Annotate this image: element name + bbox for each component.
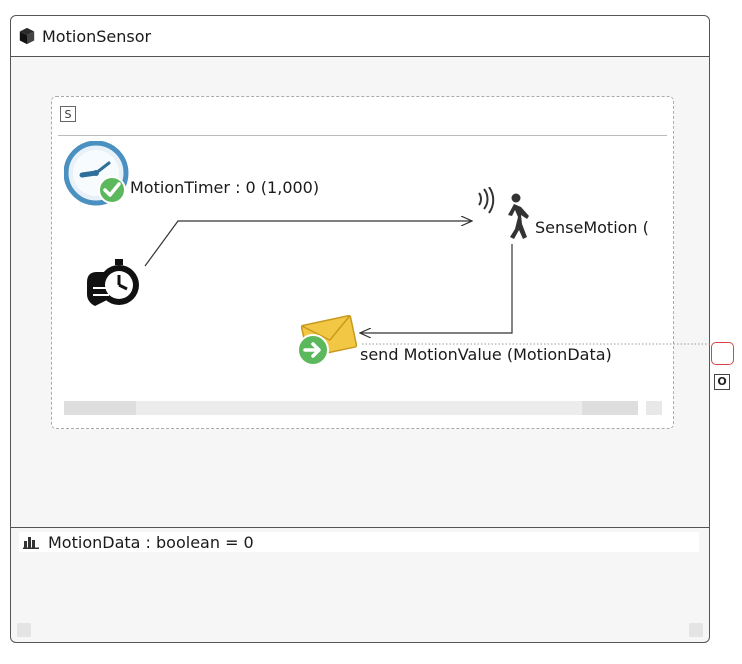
scrollbar-left-segment[interactable]	[64, 401, 136, 415]
send-label: send MotionValue (MotionData)	[360, 345, 612, 364]
motion-sensor-icon[interactable]	[471, 187, 533, 241]
scrollbar-right-segment[interactable]	[582, 401, 638, 415]
block-title: MotionSensor	[42, 27, 152, 46]
send-envelope-icon[interactable]	[296, 312, 358, 370]
attribute-label: MotionData : boolean = 0	[48, 533, 254, 552]
attribute-row[interactable]: MotionData : boolean = 0	[19, 532, 699, 552]
motion-sensor-block[interactable]: MotionSensor S MotionData : boolean = 0	[10, 15, 710, 643]
state-separator	[58, 135, 667, 136]
state-badge: S	[60, 106, 76, 122]
state-machine-region[interactable]: S	[51, 96, 674, 429]
sense-label: SenseMotion (	[535, 218, 649, 237]
port-label: O	[714, 374, 730, 390]
attribute-separator	[11, 527, 709, 528]
stopwatch-icon[interactable]	[85, 258, 143, 310]
horizontal-scrollbar[interactable]	[64, 401, 638, 415]
timer-label: MotionTimer : 0 (1,000)	[130, 178, 320, 197]
resize-handle-left[interactable]	[17, 623, 31, 637]
output-port[interactable]	[711, 342, 734, 365]
cube-icon	[19, 27, 35, 45]
resize-handle-right[interactable]	[689, 623, 703, 637]
block-header: MotionSensor	[11, 16, 709, 57]
bar-chart-icon	[23, 537, 39, 549]
scrollbar-corner	[646, 401, 662, 415]
timer-icon[interactable]	[64, 141, 130, 207]
